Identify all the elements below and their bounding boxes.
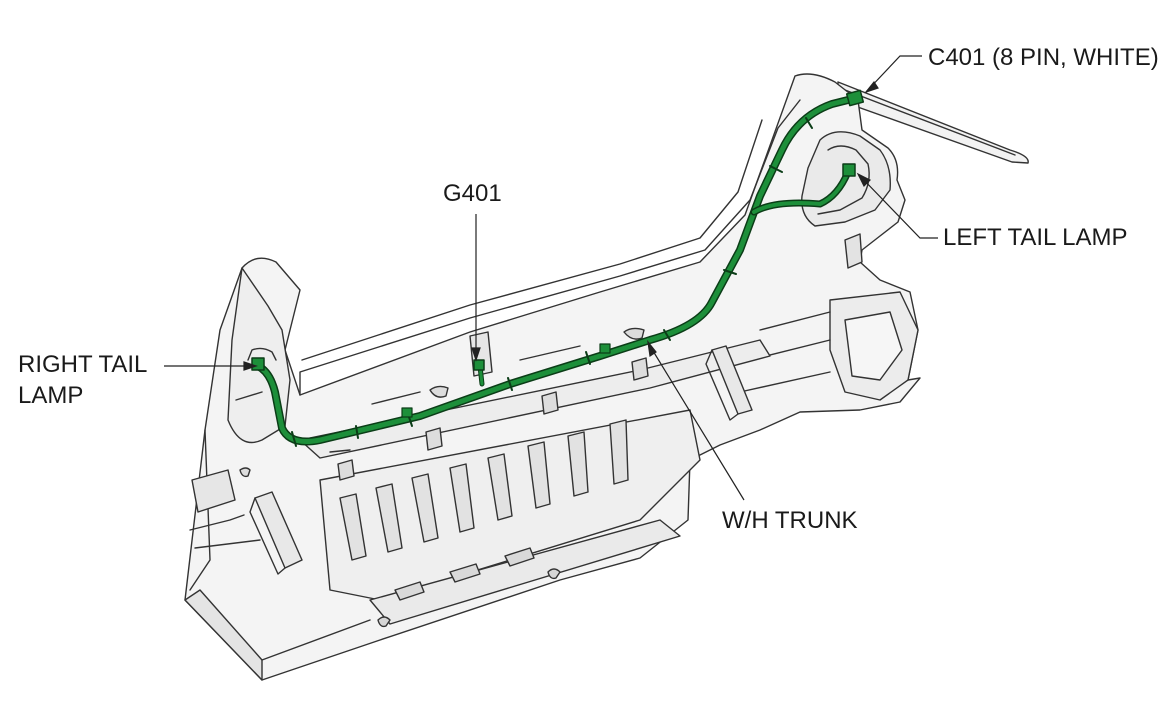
wh-trunk-label: W/H TRUNK bbox=[722, 507, 858, 534]
floor-front-lip bbox=[369, 519, 681, 628]
c401-connector-label: C401 (8 PIN, WHITE) bbox=[928, 44, 1159, 71]
wiring-harness bbox=[251, 89, 865, 447]
deck-lid-trim bbox=[837, 81, 1029, 164]
bumper-brackets bbox=[249, 345, 753, 575]
right-tail-lamp-label-line2: LAMP bbox=[18, 382, 84, 409]
right-tail-lamp-label-line1: RIGHT TAIL bbox=[18, 351, 148, 378]
left-tail-lamp-label: LEFT TAIL LAMP bbox=[943, 224, 1128, 251]
lower-bumper-skin bbox=[184, 539, 371, 681]
right-floor-region bbox=[739, 291, 919, 401]
cargo-floor-ribs bbox=[319, 409, 701, 601]
leader-lines bbox=[164, 55, 938, 501]
g401-ground-label: G401 bbox=[443, 180, 502, 207]
right-tail-lamp-label: RIGHT TAIL LAMP bbox=[18, 349, 147, 411]
